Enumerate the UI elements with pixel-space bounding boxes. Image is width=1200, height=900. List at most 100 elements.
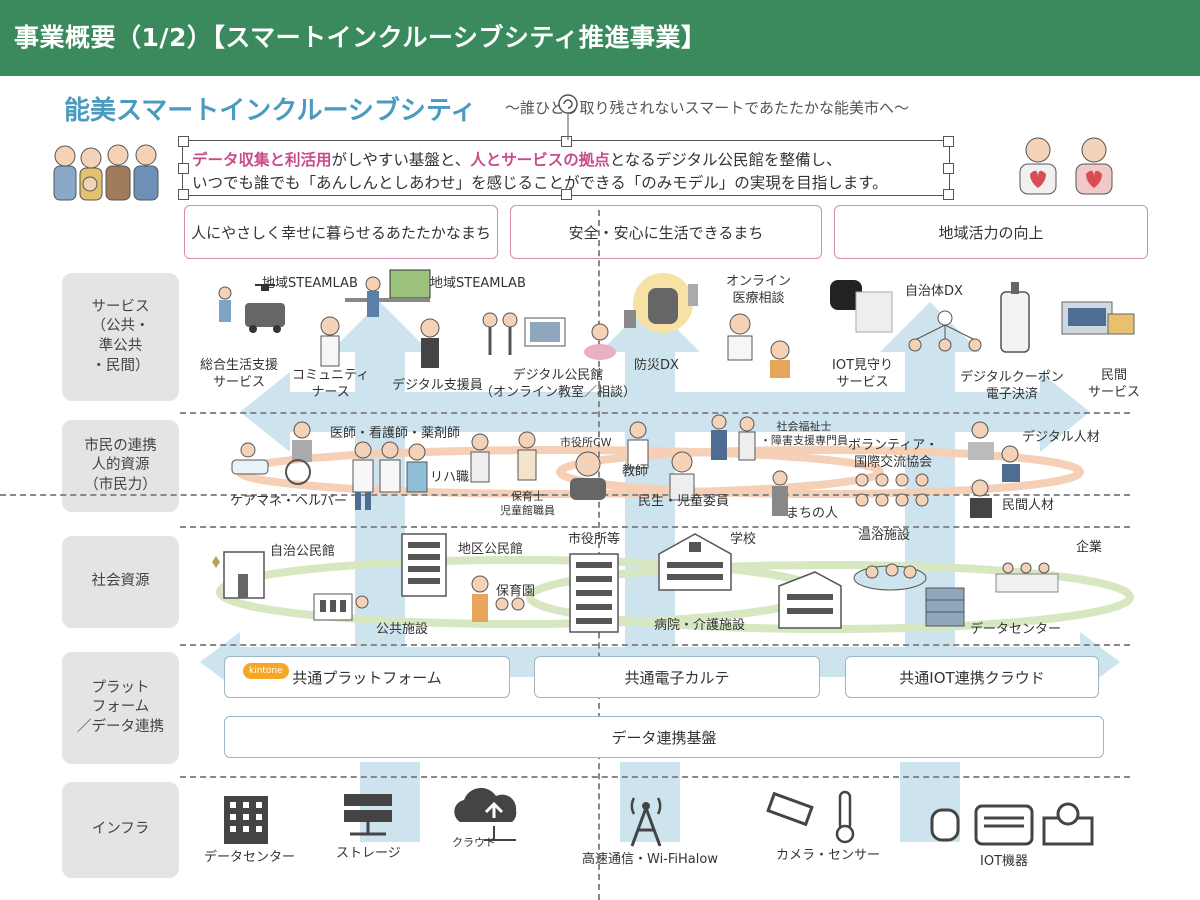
shop-building-icon [1061, 301, 1135, 335]
row-label-infra: インフラ [62, 782, 179, 878]
digital-talent-icon [968, 421, 1020, 518]
company-office-icon [995, 562, 1059, 593]
service-label: デジタル公民館 （オンライン教室／相談） [480, 368, 637, 400]
service-people-icon [320, 316, 440, 368]
people-label: ボランティア・ 国際交流協会 [848, 438, 939, 470]
infra-label: クラウド [452, 836, 496, 849]
camera-sensor-icon [766, 790, 855, 844]
steamlab-icon [345, 269, 431, 317]
city-cw-icon [570, 451, 606, 500]
intro-text-box[interactable] [178, 136, 954, 200]
service-label: 民間 サービス [1088, 368, 1141, 400]
goal-box: 人にやさしく幸せに暮らせるあたたかなまち [184, 205, 498, 259]
delivery-robot-icon [218, 284, 285, 333]
hot-spring-icon [853, 563, 927, 591]
service-label: 自治体DX [905, 284, 963, 299]
resize-handle[interactable] [178, 189, 189, 200]
building-icon [224, 796, 268, 844]
page-title: 事業概要（1/2）【スマートインクルーシブシティ推進事業】 [14, 23, 707, 52]
common-platform-box: kintone 共通プラットフォーム [224, 656, 510, 698]
people-label: 市役所CW [560, 436, 612, 449]
cloud-icon [454, 787, 517, 841]
hospital-icon [778, 571, 842, 629]
row-label-platform: プラット フォーム ／データ連携 [62, 652, 179, 764]
infra-label: IOT機器 [980, 854, 1029, 869]
infra-label: データセンター [204, 850, 296, 865]
kintone-logo: kintone [243, 663, 289, 679]
resize-handle[interactable] [178, 136, 189, 147]
storage-server-icon [344, 794, 392, 836]
resource-label: 市役所等 [568, 532, 621, 547]
intro-highlight: データ収集と利活用 [192, 151, 332, 169]
people-label: リハ職 [430, 470, 470, 485]
data-center-server-icon [925, 587, 965, 627]
resource-label: 企業 [1076, 540, 1103, 555]
ehr-box: 共通電子カルテ [534, 656, 820, 698]
iot-cloud-box: 共通IOT連携クラウド [845, 656, 1099, 698]
family-illustration-icon [53, 144, 159, 201]
data-integration-box: データ連携基盤 [224, 716, 1104, 758]
resize-handle[interactable] [943, 189, 954, 200]
caregiver-icon [231, 421, 312, 485]
goal-box: 安全・安心に生活できるまち [510, 205, 822, 259]
service-label: オンライン 医療相談 [726, 274, 792, 306]
people-with-hearts-icon [1019, 137, 1113, 195]
resize-handle[interactable] [943, 163, 954, 174]
row-divider [180, 526, 1130, 528]
service-label: デジタルクーポン 電子決済 [960, 370, 1064, 402]
care-staff-icon [470, 431, 537, 483]
intro-highlight: 人とサービスの拠点 [470, 151, 610, 169]
resource-label: 自治公民館 [270, 544, 336, 559]
people-label: 社会福祉士 ・障害支援専門員 [760, 420, 848, 448]
people-label: 民間人材 [1002, 498, 1055, 513]
resource-label: データセンター [970, 622, 1062, 637]
row-divider [180, 776, 1130, 778]
people-label: 医師・看護師・薬剤師 [330, 426, 461, 441]
brand-title: 能美スマートインクルーシブシティ [64, 96, 477, 126]
people-label: 保育士 児童館職員 [500, 490, 555, 518]
row-label-citizens: 市民の連携 人的資源 （市民力） [62, 420, 179, 512]
row-divider [180, 412, 1130, 414]
city-hall-icon [569, 553, 619, 633]
resize-handle[interactable] [178, 163, 189, 174]
community-hall-icon [212, 551, 265, 599]
disaster-kit-icon [624, 273, 698, 333]
people-label: デジタル人材 [1022, 430, 1100, 445]
service-label: 防災DX [634, 358, 679, 373]
row-divider [0, 494, 1130, 496]
service-label: IOT見守り サービス [832, 358, 894, 390]
infra-label: カメラ・センサー [776, 848, 881, 863]
rotate-handle-icon[interactable] [556, 92, 580, 142]
intro-text: となるデジタル公民館を整備し、 [609, 151, 842, 169]
service-label: 総合生活支援 サービス [200, 358, 279, 390]
resource-label: 保育園 [496, 584, 536, 599]
resize-handle[interactable] [561, 136, 572, 147]
service-label: デジタル支援員 [392, 378, 483, 393]
people-label: 民生・児童委員 [638, 494, 730, 509]
people-label: まちの人 [786, 506, 839, 521]
nursery-children-icon [471, 575, 525, 622]
public-facility-icon [313, 593, 369, 621]
district-hall-icon [401, 533, 447, 597]
goal-box: 地域活力の向上 [834, 205, 1148, 259]
resize-handle[interactable] [561, 189, 572, 200]
resize-handle[interactable] [943, 136, 954, 147]
row-label-resources: 社会資源 [62, 536, 179, 628]
infra-label: 高速通信・Wi-FiHalow [582, 852, 718, 867]
intro-text: がしやすい基盤と、 [331, 151, 471, 169]
resource-label: 温浴施設 [858, 528, 911, 543]
medical-staff-icon [352, 441, 428, 510]
iot-devices-icon [930, 802, 1094, 846]
resource-label: 学校 [730, 532, 757, 547]
antenna-tower-icon [630, 797, 662, 847]
resource-label: 地区公民館 [458, 542, 524, 557]
teacher-icon [627, 421, 695, 501]
infra-label: ストレージ [336, 846, 401, 861]
platform-label: 共通プラットフォーム [292, 668, 442, 687]
intro-line-1: データ収集と利活用がしやすい基盤と、人とサービスの拠点となるデジタル公民館を整備… [192, 148, 842, 170]
resource-label: 公共施設 [376, 622, 429, 637]
social-worker-icon [711, 414, 756, 461]
people-label: ケアマネ・ヘルパー [230, 494, 348, 509]
intro-line-2: いつでも誰でも「あんしんとしあわせ」を感じることができる「のみモデル」の実現を目… [192, 174, 888, 192]
service-label: 地域STEAMLAB [430, 276, 526, 291]
